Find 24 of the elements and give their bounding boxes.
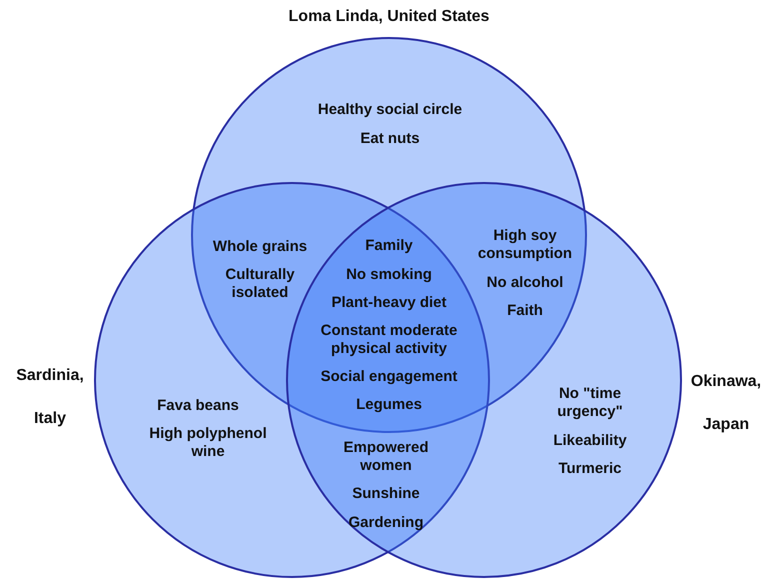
trait-text: Empowered women <box>342 439 430 475</box>
set-heading: Okinawa, Japan <box>690 372 762 435</box>
trait-text: Turmeric <box>557 460 623 478</box>
trait-text: Whole grains <box>212 238 308 256</box>
trait-text: Eat nuts <box>359 130 421 148</box>
set-heading: Loma Linda, United States <box>288 7 490 27</box>
trait-text: Social engagement <box>320 368 458 386</box>
trait-text: High polyphenol wine <box>148 425 268 461</box>
trait-text: Sunshine <box>351 485 421 503</box>
trait-text: No alcohol <box>486 274 564 292</box>
trait-text: No smoking <box>345 266 433 284</box>
trait-text: Fava beans <box>156 397 240 415</box>
set-heading: Sardinia, Italy <box>15 366 85 429</box>
trait-text: Plant-heavy diet <box>330 294 448 312</box>
trait-text: High soy consumption <box>476 227 574 263</box>
trait-text: Likeability <box>552 432 628 450</box>
trait-text: Legumes <box>355 396 423 414</box>
trait-text: Healthy social circle <box>316 101 464 119</box>
trait-text: Family <box>364 237 414 255</box>
trait-text: Constant moderate physical activity <box>320 322 458 358</box>
trait-text: Culturally isolated <box>224 266 296 302</box>
trait-text: Faith <box>506 302 544 320</box>
trait-text: Gardening <box>347 514 424 532</box>
trait-text: No "time urgency" <box>556 385 624 421</box>
